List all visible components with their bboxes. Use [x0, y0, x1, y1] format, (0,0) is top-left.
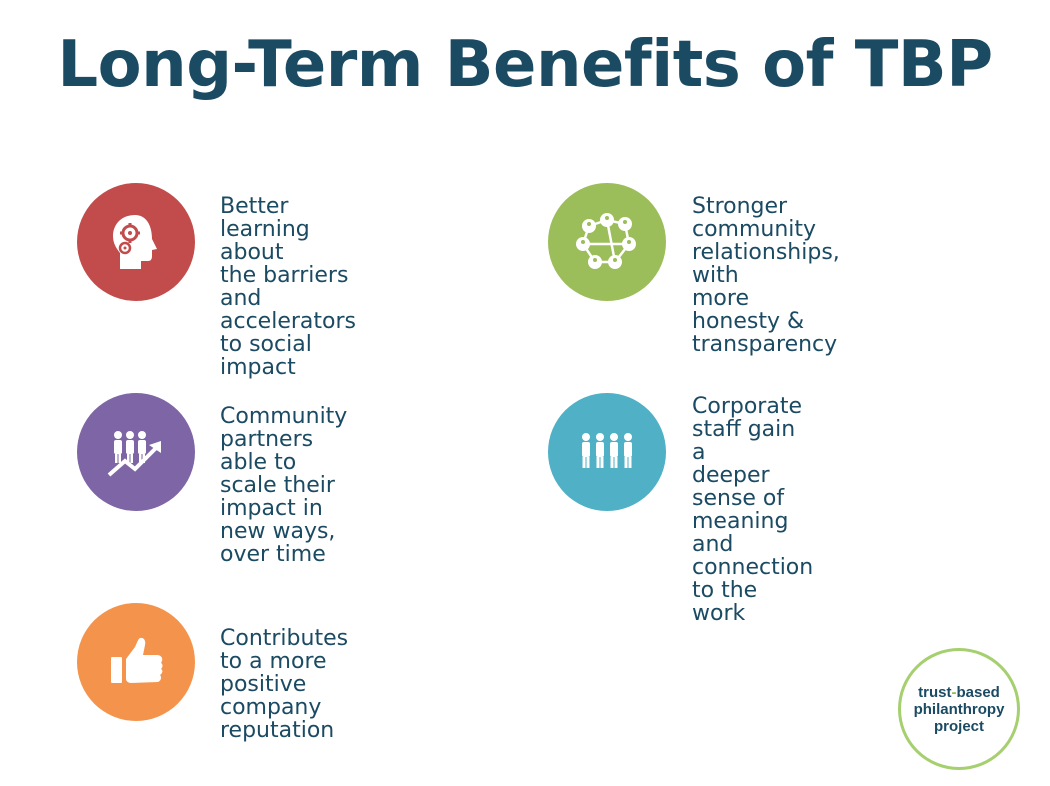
page-title: Long-Term Benefits of TBP [57, 28, 993, 102]
benefit-text: Community partners able to scale their i… [220, 404, 348, 567]
trust-based-philanthropy-logo: trust-based philanthropy project [898, 648, 1020, 770]
logo-text-based: based [956, 683, 1000, 701]
logo-text-trust: trust [918, 683, 952, 701]
logo-hyphen: - [951, 683, 957, 701]
logo-text-project: project [933, 717, 984, 735]
thumbs-up-icon [77, 603, 195, 721]
benefit-text: Contributes to a more positive company r… [220, 626, 349, 743]
benefit-text: Stronger community relationships, with m… [692, 194, 840, 357]
head-gears-icon [77, 183, 195, 301]
benefit-text: Better learning about the barriers and a… [220, 194, 356, 380]
team-icon [548, 393, 666, 511]
network-people-icon [548, 183, 666, 301]
benefit-text: Corporate staff gain a deeper sense of m… [692, 394, 814, 626]
logo-text-philanthropy: philanthropy [913, 700, 1005, 718]
people-growth-icon [77, 393, 195, 511]
